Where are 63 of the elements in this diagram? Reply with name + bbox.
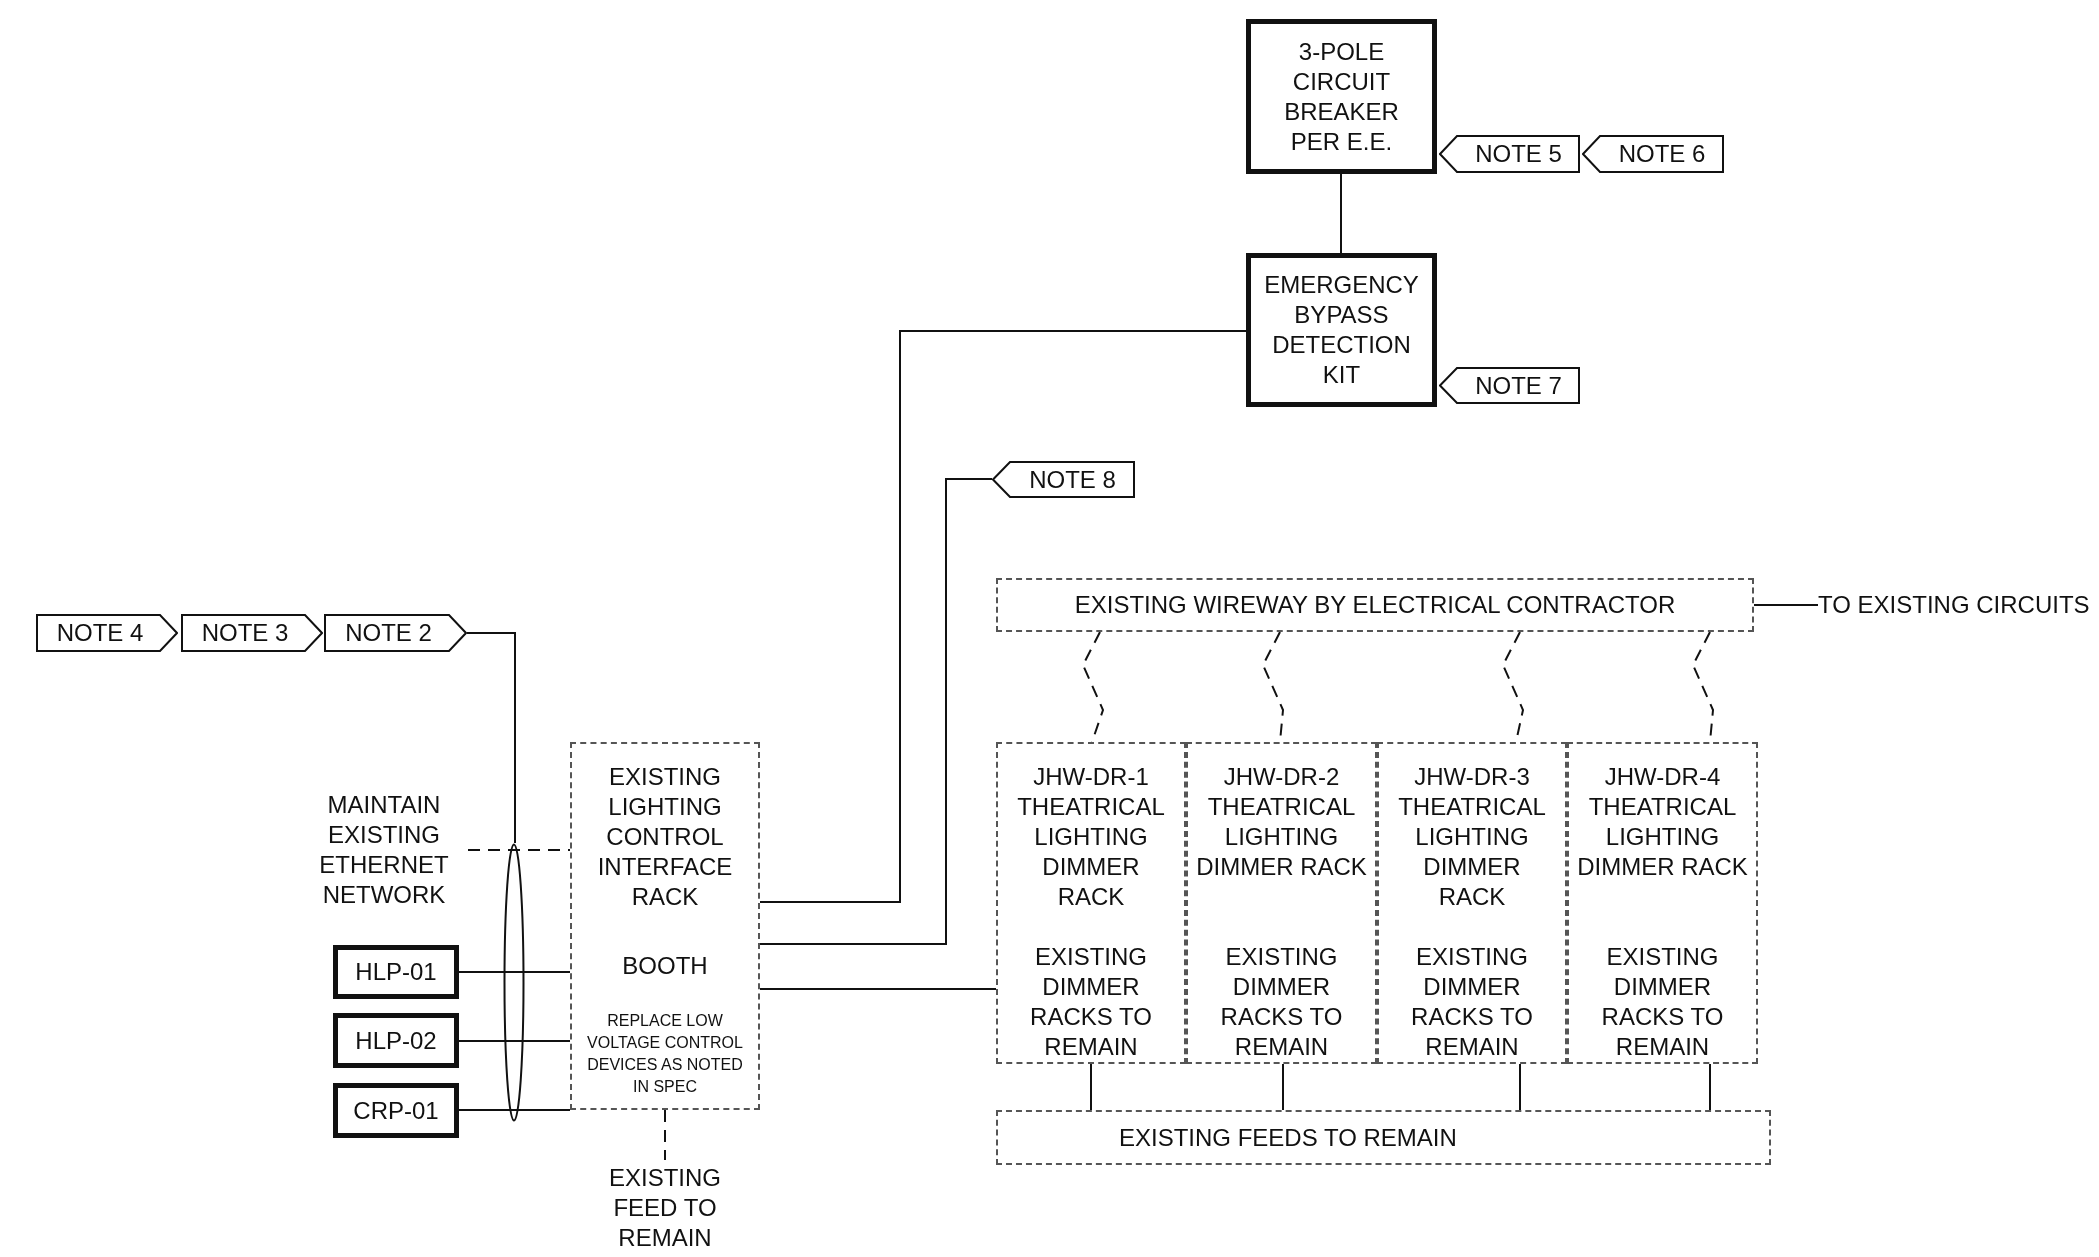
wireway-box <box>996 578 1754 632</box>
box-label: CRP-01 <box>353 1095 439 1126</box>
tag-label: NOTE 6 <box>1618 139 1706 169</box>
note-tag <box>324 614 467 652</box>
box-label: EMERGENCY BYPASS DETECTION KIT <box>1263 270 1420 390</box>
rack-title: JHW-DR-2 THEATRICAL LIGHTING DIMMER RACK <box>1196 762 1367 882</box>
tag-label: NOTE 7 <box>1475 370 1562 401</box>
wire-line <box>1340 173 1342 254</box>
box-label: EXISTING WIREWAY BY ELECTRICAL CONTRACTOR <box>1074 590 1676 620</box>
equipment-box <box>333 945 459 999</box>
rack-status: EXISTING DIMMER RACKS TO REMAIN <box>1600 942 1725 1062</box>
wire-line <box>1282 1063 1284 1111</box>
rack-title: JHW-DR-4 THEATRICAL LIGHTING DIMMER RACK <box>1577 762 1748 882</box>
wire-line <box>759 478 993 945</box>
rack-title: JHW-DR-1 THEATRICAL LIGHTING DIMMER RACK <box>1016 762 1166 912</box>
tag-label: NOTE 2 <box>345 618 432 648</box>
tag-label: NOTE 4 <box>56 618 144 648</box>
rack-title: JHW-DR-3 THEATRICAL LIGHTING DIMMER RACK <box>1397 762 1547 912</box>
box-label: EXISTING FEEDS TO REMAIN <box>1119 1122 1457 1153</box>
equipment-box <box>1246 253 1437 407</box>
wire-line <box>1090 1063 1092 1111</box>
rack-note: REPLACE LOW VOLTAGE CONTROL DEVICES AS NOTED IN SPEC <box>586 1011 744 1097</box>
wire-line <box>759 330 1247 903</box>
dimmer-rack-box <box>996 742 1186 1064</box>
note-text: MAINTAIN EXISTING ETHERNET NETWORK <box>300 788 468 912</box>
dashed-line <box>467 849 571 851</box>
dimmer-rack-box <box>1377 742 1567 1064</box>
wire-line <box>1709 1063 1711 1111</box>
rack-box <box>570 742 760 1110</box>
wire-line <box>458 1040 571 1042</box>
dashed-line <box>664 1109 666 1161</box>
equipment-box <box>333 1013 459 1068</box>
dimmer-rack-box <box>1567 742 1758 1064</box>
note-tag <box>36 614 178 652</box>
wire-line <box>458 971 571 973</box>
rack-title: EXISTING LIGHTING CONTROL INTERFACE RACK <box>596 762 734 912</box>
feeds-box <box>996 1110 1771 1165</box>
equipment-box <box>333 1083 459 1138</box>
note-text: EXISTING FEED TO REMAIN <box>595 1160 735 1255</box>
wire-line <box>466 632 516 844</box>
tag-label: NOTE 5 <box>1475 139 1562 169</box>
box-label: 3-POLE CIRCUIT BREAKER PER E.E. <box>1283 36 1400 157</box>
rack-status: EXISTING DIMMER RACKS TO REMAIN <box>1410 942 1534 1062</box>
cable-bundle-symbol <box>503 843 525 1122</box>
note-tag <box>992 461 1135 498</box>
rack-status: EXISTING DIMMER RACKS TO REMAIN <box>1029 942 1153 1062</box>
rack-status: EXISTING DIMMER RACKS TO REMAIN <box>1219 942 1344 1062</box>
note-tag <box>1582 135 1724 173</box>
note-text: TO EXISTING CIRCUITS <box>1818 588 2099 622</box>
note-tag <box>1439 367 1580 404</box>
wire-line <box>458 1109 571 1111</box>
tag-label: NOTE 8 <box>1029 464 1116 495</box>
wire-line <box>1519 1063 1521 1111</box>
box-label: HLP-01 <box>355 957 437 987</box>
note-tag <box>181 614 323 652</box>
equipment-box <box>1246 19 1437 174</box>
dimmer-rack-box <box>1186 742 1377 1064</box>
wire-line <box>1753 604 1819 606</box>
note-tag <box>1439 135 1580 173</box>
location-label: BOOTH <box>622 951 708 981</box>
tag-label: NOTE 3 <box>201 618 289 648</box>
box-label: HLP-02 <box>355 1025 437 1056</box>
wire-line <box>759 988 997 990</box>
